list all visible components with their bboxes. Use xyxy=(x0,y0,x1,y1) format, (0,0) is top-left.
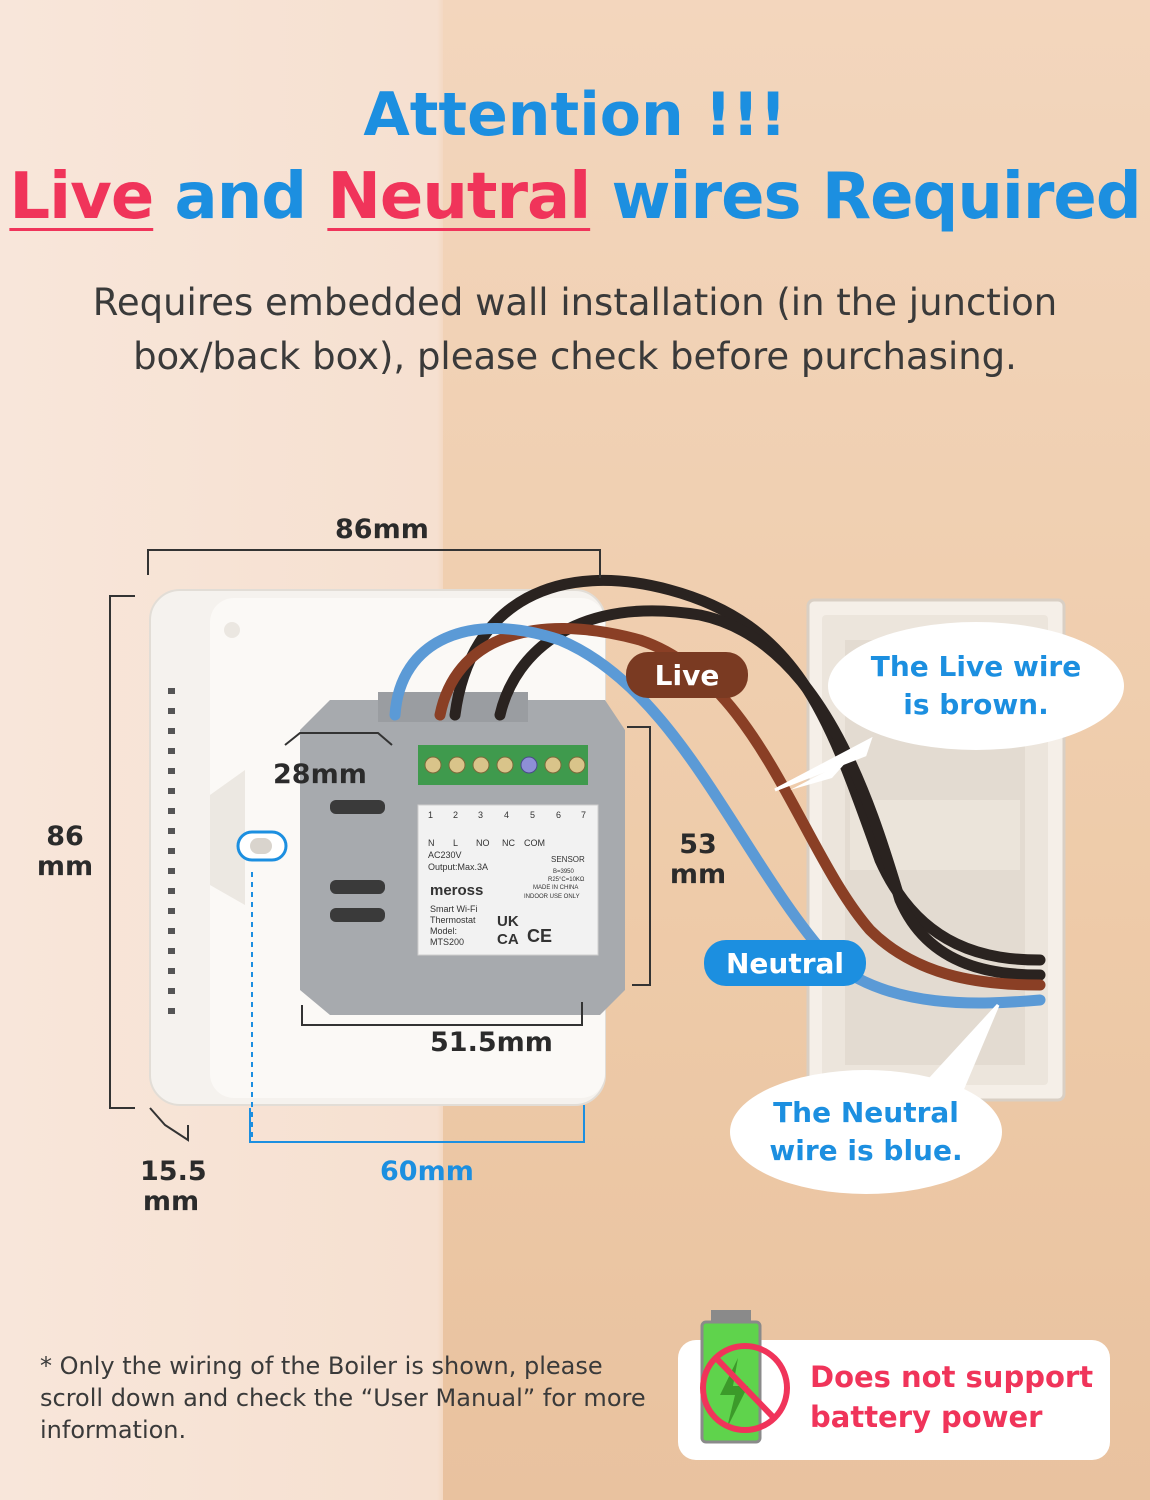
ukca-mark-bottom: CA xyxy=(497,931,519,948)
sensor-b: B=3950 xyxy=(553,869,575,875)
terminal-number-7: 7 xyxy=(581,810,586,820)
attention-heading: Attention !!! xyxy=(363,80,787,150)
wires-required-word: wires Required xyxy=(611,160,1141,234)
footnote: * Only the wiring of the Boiler is shown… xyxy=(40,1352,646,1444)
sensor-label: SENSOR xyxy=(551,855,585,864)
model-label: Model: xyxy=(430,926,457,936)
panel-depth-value: 15.5 xyxy=(140,1156,207,1187)
brand-logo: meross xyxy=(430,882,483,899)
live-word: Live xyxy=(9,160,154,234)
terminal-label-l: L xyxy=(453,838,458,848)
panel-height-unit: mm xyxy=(36,851,94,882)
product-line2: Thermostat xyxy=(430,915,476,925)
made-in: MADE IN CHINA xyxy=(533,885,578,891)
and-word: and xyxy=(174,160,308,234)
ce-mark: CE xyxy=(527,926,552,946)
module-width-label: 51.5mm xyxy=(430,1027,553,1058)
terminal-label-nc: NC xyxy=(502,838,515,848)
module-height-unit: mm xyxy=(669,859,727,890)
live-wire-callout-text: The Live wire is brown. xyxy=(870,650,1082,721)
product-line1: Smart Wi-Fi xyxy=(430,904,478,914)
live-wire-tag: Live xyxy=(626,652,748,698)
wires xyxy=(389,574,1046,1009)
installation-subtitle: Requires embedded wall installation (in … xyxy=(92,281,1058,378)
terminal-label-no: NO xyxy=(476,838,490,848)
live-wire-callout: The Live wire is brown. xyxy=(828,622,1124,750)
panel-depth-label: 15.5 mm xyxy=(140,1156,207,1217)
neutral-wire-callout-text: The Neutral wire is blue. xyxy=(769,1096,963,1167)
panel-height-value: 86 xyxy=(46,821,84,852)
blue-wire xyxy=(389,623,1046,1009)
neutral-wire-callout: The Neutral wire is blue. xyxy=(730,1070,1002,1194)
battery-warning-text: Does not support battery power xyxy=(810,1360,1094,1434)
terminal-number-5: 5 xyxy=(530,810,535,820)
vent-slots xyxy=(168,688,175,1014)
ac-rating: AC230V xyxy=(428,850,462,860)
terminal-number-2: 2 xyxy=(453,810,458,820)
output-rating: Output:Max.3A xyxy=(428,862,488,872)
indoor-use: INDOOR USE ONLY xyxy=(524,894,580,900)
panel-width-label: 86mm xyxy=(335,514,429,545)
terminal-number-3: 3 xyxy=(478,810,483,820)
module-height-label: 53 mm xyxy=(668,830,728,890)
hole-spacing-lines xyxy=(249,872,585,1143)
model-number: MTS200 xyxy=(430,937,464,947)
module-label: 1 2 3 4 5 6 7 N L NO NC COM AC230V Outpu… xyxy=(428,810,586,948)
terminal-number-6: 6 xyxy=(556,810,561,820)
wires-required-heading: Live and Neutral wires Required xyxy=(0,160,1150,234)
terminal-number-4: 4 xyxy=(504,810,509,820)
terminal-screws xyxy=(424,756,586,774)
panel-depth-unit: mm xyxy=(142,1186,200,1217)
hole-spacing-label: 60mm xyxy=(380,1156,474,1187)
brown-wire xyxy=(434,623,1046,991)
terminal-label-n: N xyxy=(428,838,435,848)
terminal-label-com: COM xyxy=(524,838,545,848)
neutral-wire-tag: Neutral xyxy=(704,940,866,986)
module-height-value: 53 xyxy=(679,829,717,860)
terminal-number-1: 1 xyxy=(428,810,433,820)
relay-module xyxy=(300,692,625,1015)
ukca-mark-top: UK xyxy=(497,913,519,930)
neutral-word: Neutral xyxy=(327,160,591,234)
dimension-lines xyxy=(109,549,651,1142)
module-depth-label: 28mm xyxy=(273,759,367,790)
panel-height-label: 86 mm xyxy=(36,822,94,882)
sensor-r: R25°C=10KΩ xyxy=(548,877,585,883)
